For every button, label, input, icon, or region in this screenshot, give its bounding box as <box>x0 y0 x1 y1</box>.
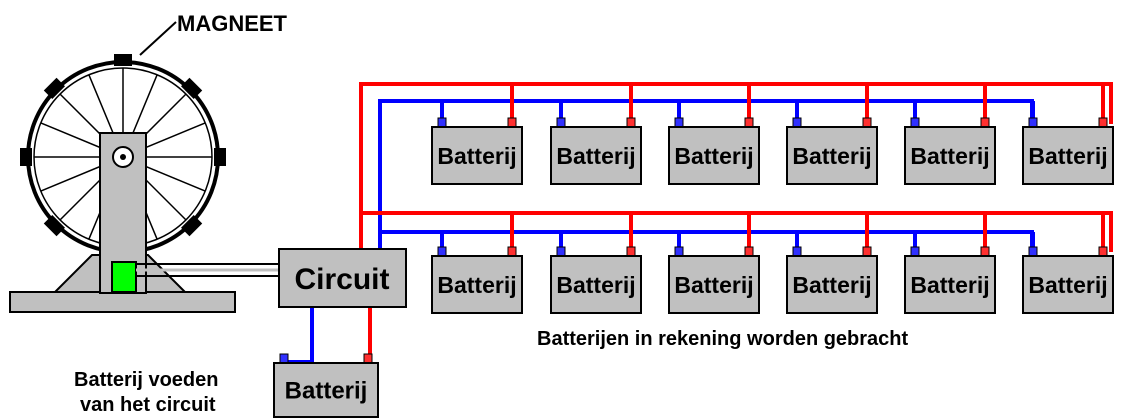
battery: Batterij <box>786 246 878 314</box>
wiring <box>282 82 1113 364</box>
positive-bus-top <box>359 82 1113 250</box>
charged-batteries-caption: Batterijen in rekening worden gebracht <box>537 328 909 350</box>
battery-body <box>668 126 760 185</box>
magnet-block <box>114 54 132 66</box>
battery-body <box>904 255 996 314</box>
feed-caption-line2: van het circuit <box>80 394 216 416</box>
battery: Batterij <box>431 117 523 185</box>
battery-body <box>273 362 379 418</box>
negative-bus-bottom <box>380 230 1034 252</box>
battery-label: Batterij <box>674 272 753 298</box>
coil-cable <box>136 263 280 277</box>
battery: Batterij <box>668 246 760 314</box>
battery-label: Batterij <box>674 143 753 169</box>
battery-body <box>668 255 760 314</box>
battery-label: Batterij <box>1028 143 1107 169</box>
battery-label: Batterij <box>910 272 989 298</box>
magnet-label: MAGNEET <box>177 11 288 36</box>
battery: Batterij <box>273 353 379 418</box>
battery-body <box>1022 255 1114 314</box>
battery-bank-top: Batterij Batterij Batterij Batterij Batterij… <box>431 117 1114 185</box>
battery: Batterij <box>550 246 642 314</box>
pickup-coil <box>111 261 137 293</box>
battery: Batterij <box>904 246 996 314</box>
battery-label: Batterij <box>437 272 516 298</box>
battery-label: Batterij <box>910 143 989 169</box>
battery-label: Batterij <box>792 143 871 169</box>
battery-body <box>786 255 878 314</box>
battery: Batterij <box>786 117 878 185</box>
magnet-pointer <box>139 21 177 56</box>
battery-body <box>904 126 996 185</box>
battery: Batterij <box>668 117 760 185</box>
battery: Batterij <box>431 246 523 314</box>
battery-body <box>550 126 642 185</box>
battery-body <box>431 255 523 314</box>
battery: Batterij <box>1022 246 1114 314</box>
battery: Batterij <box>550 117 642 185</box>
positive-bus-bottom <box>361 211 1113 252</box>
magnet-block <box>214 148 226 166</box>
battery-label: Batterij <box>437 143 516 169</box>
battery-body <box>550 255 642 314</box>
magnet-block <box>43 214 66 237</box>
battery-body <box>786 126 878 185</box>
battery-label: Batterij <box>285 378 368 405</box>
circuit-box: Circuit <box>278 248 407 308</box>
magnet-block <box>20 148 32 166</box>
base-plate <box>9 291 236 313</box>
magnet-block <box>180 77 203 100</box>
circuit-label: Circuit <box>294 263 389 296</box>
battery-body <box>431 126 523 185</box>
battery: Batterij <box>904 117 996 185</box>
magnet-block <box>180 214 203 237</box>
battery-body <box>1022 126 1114 185</box>
battery: Batterij <box>1022 117 1114 185</box>
battery-label: Batterij <box>556 272 635 298</box>
wheel-axle <box>120 154 126 160</box>
feed-caption-line1: Batterij voeden <box>74 369 218 391</box>
battery-label: Batterij <box>556 143 635 169</box>
battery-bank-bottom: Batterij Batterij Batterij Batterij Batterij… <box>431 246 1114 314</box>
magnet-block <box>43 77 66 100</box>
feed-battery: Batterij <box>273 353 379 418</box>
battery-label: Batterij <box>1028 272 1107 298</box>
battery-label: Batterij <box>792 272 871 298</box>
